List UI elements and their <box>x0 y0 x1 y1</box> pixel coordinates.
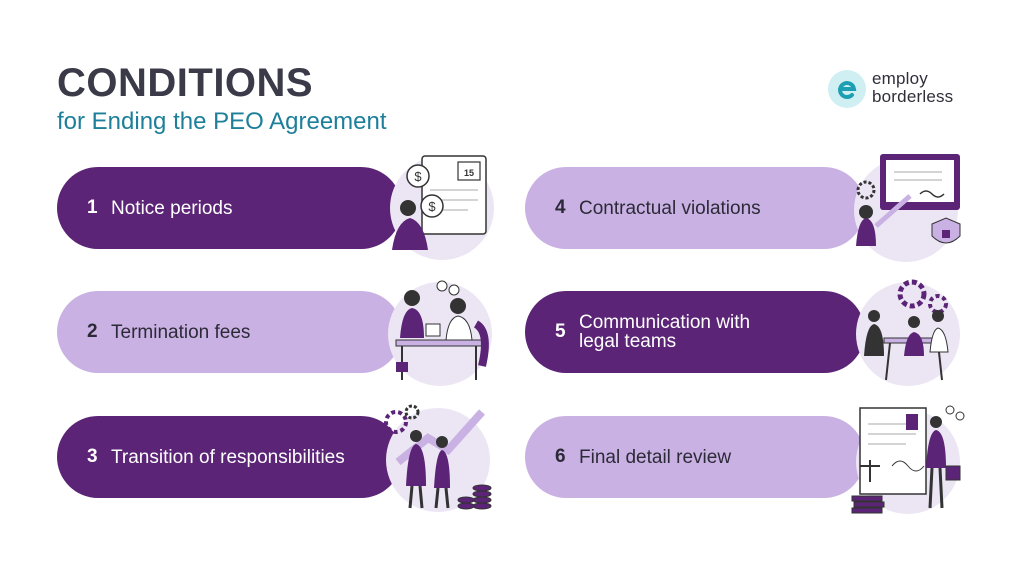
condition-item-3: 3 Transition of responsibilities <box>57 416 402 498</box>
condition-item-1: 1 Notice periods <box>57 167 402 249</box>
calendar-day-text: 15 <box>464 168 474 178</box>
handshake-growth-illustration-icon <box>378 402 498 514</box>
condition-number: 5 <box>555 321 566 342</box>
contract-signing-illustration-icon <box>846 150 966 262</box>
svg-text:$: $ <box>428 199 436 214</box>
document-review-illustration-icon <box>846 402 966 514</box>
page-title: CONDITIONS <box>57 61 314 105</box>
invoice-payment-illustration-icon: 15 $ $ <box>378 150 498 262</box>
logo-text-line2: borderless <box>872 87 954 106</box>
condition-item-5: 5 Communication with legal teams <box>525 291 865 373</box>
condition-number: 1 <box>87 197 98 218</box>
condition-number: 2 <box>87 321 98 342</box>
condition-item-6: 6 Final detail review <box>525 416 865 498</box>
condition-number: 3 <box>87 446 98 467</box>
condition-label: Transition of responsibilities <box>111 446 345 468</box>
employ-borderless-logo: employ borderless <box>828 68 978 112</box>
condition-label: Notice periods <box>111 197 233 219</box>
condition-label: Contractual violations <box>579 197 761 219</box>
team-discussion-illustration-icon <box>846 276 966 388</box>
condition-number: 6 <box>555 446 566 467</box>
condition-label: Communication with legal teams <box>579 312 751 352</box>
condition-label: Termination fees <box>111 321 251 343</box>
logo-text-line1: employ <box>872 69 929 88</box>
logo-mark-icon <box>828 70 866 108</box>
page-subtitle: for Ending the PEO Agreement <box>57 108 387 135</box>
office-meeting-illustration-icon <box>378 276 498 388</box>
condition-number: 4 <box>555 197 566 218</box>
condition-item-2: 2 Termination fees <box>57 291 402 373</box>
condition-label: Final detail review <box>579 446 732 468</box>
condition-item-4: 4 Contractual violations <box>525 167 865 249</box>
svg-text:$: $ <box>414 169 422 184</box>
